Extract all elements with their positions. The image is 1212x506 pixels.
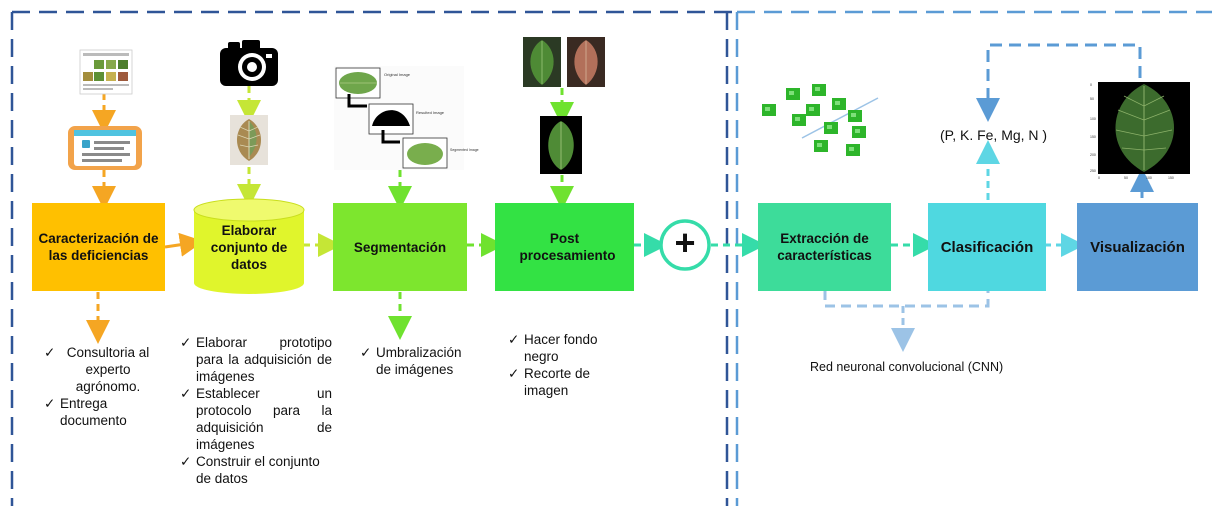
nutrients-label: (P, K. Fe, Mg, N ) bbox=[940, 127, 1048, 143]
svg-text:100: 100 bbox=[1090, 117, 1096, 121]
svg-text:250: 250 bbox=[1090, 169, 1096, 173]
note-text: Establecer un protocolo para la adquisic… bbox=[196, 386, 332, 452]
svg-text:150: 150 bbox=[1168, 176, 1174, 180]
notes-segmentacion: ✓ Umbralización de imágenes bbox=[360, 344, 472, 378]
note-item: ✓ Hacer fondo negro bbox=[508, 331, 618, 365]
note-text: Umbralización de imágenes bbox=[376, 345, 462, 377]
note-item: ✓ Elaborar prototipo para la adquisición… bbox=[180, 334, 332, 385]
check-icon: ✓ bbox=[44, 345, 56, 360]
note-item: ✓ Recorte de imagen bbox=[508, 365, 618, 399]
note-text: Construir el conjunto de datos bbox=[196, 454, 320, 486]
check-icon: ✓ bbox=[44, 396, 56, 411]
stage-caracterizacion-label: Caracterización de las deficiencias bbox=[38, 231, 159, 263]
right-panel-frame bbox=[735, 10, 1212, 506]
combine-plus: + bbox=[674, 222, 696, 263]
check-icon: ✓ bbox=[508, 366, 520, 381]
note-text: Recorte de imagen bbox=[524, 366, 591, 398]
svg-text:100: 100 bbox=[1146, 176, 1152, 180]
note-item: ✓ Construir el conjunto de datos bbox=[180, 453, 332, 487]
notes-post: ✓ Hacer fondo negro ✓ Recorte de imagen bbox=[508, 331, 618, 399]
thumb-label-original: Original Image bbox=[384, 72, 411, 77]
check-icon: ✓ bbox=[180, 335, 192, 350]
thumb-label-segmented: Segmented Image bbox=[450, 148, 479, 152]
svg-text:150: 150 bbox=[1090, 135, 1096, 139]
check-icon: ✓ bbox=[508, 332, 520, 347]
svg-text:200: 200 bbox=[1090, 153, 1096, 157]
check-icon: ✓ bbox=[360, 345, 372, 360]
stage-clasificacion[interactable]: Clasificación bbox=[928, 203, 1046, 291]
segmentation-steps-icon: Original Image Resulted Image Segmented … bbox=[334, 66, 479, 170]
arrow-caract-to-elaborar bbox=[164, 232, 204, 257]
stage-segmentacion-label: Segmentación bbox=[353, 239, 447, 255]
note-item: ✓ Entrega documento bbox=[44, 395, 156, 429]
clipboard-icon bbox=[68, 126, 142, 170]
thumb-label-resulted: Resulted Image bbox=[416, 110, 445, 115]
camera-icon bbox=[220, 40, 278, 86]
elaborar-cylinder bbox=[193, 198, 305, 294]
leaf-crop-icon bbox=[540, 116, 582, 174]
note-text: Entrega documento bbox=[60, 396, 127, 428]
document-icon bbox=[79, 49, 133, 95]
check-icon: ✓ bbox=[180, 454, 192, 469]
check-icon: ✓ bbox=[180, 386, 192, 401]
cnn-label: Red neuronal convolucional (CNN) bbox=[810, 360, 1004, 374]
leaf-pair-icon bbox=[523, 37, 605, 87]
stage-visualizacion-label: Visualización bbox=[1090, 238, 1185, 256]
note-item: ✓ Consultoria al experto agrónomo. bbox=[44, 344, 156, 395]
combine-circle bbox=[659, 219, 711, 271]
note-text: Elaborar prototipo para la adquisición d… bbox=[196, 335, 332, 384]
left-panel-frame bbox=[10, 10, 735, 506]
leaf-photo-icon bbox=[230, 115, 268, 165]
notes-elaborar: ✓ Elaborar prototipo para la adquisición… bbox=[180, 334, 332, 487]
stage-extraccion[interactable]: Extracción de características bbox=[758, 203, 891, 291]
feedback-loop bbox=[976, 43, 1142, 122]
stage-clasificacion-label: Clasificación bbox=[940, 238, 1034, 256]
leaf-plot-icon: 0 50 100 150 200 250 0 50 100 150 bbox=[1090, 82, 1190, 180]
stage-post[interactable]: Post procesamiento bbox=[495, 203, 634, 291]
note-item: ✓ Umbralización de imágenes bbox=[360, 344, 472, 378]
notes-caracterizacion: ✓ Consultoria al experto agrónomo. ✓ Ent… bbox=[44, 344, 156, 429]
note-text: Consultoria al experto agrónomo. bbox=[66, 345, 150, 394]
note-text: Hacer fondo negro bbox=[524, 332, 598, 364]
svg-text:50: 50 bbox=[1090, 97, 1094, 101]
feature-patches-icon bbox=[762, 84, 879, 156]
stage-elaborar-label[interactable]: Elaborar conjunto de datos bbox=[210, 223, 288, 272]
stage-caracterizacion[interactable]: Caracterización de las deficiencias bbox=[32, 203, 165, 291]
note-item: ✓ Establecer un protocolo para la adquis… bbox=[180, 385, 332, 453]
stage-segmentacion[interactable]: Segmentación bbox=[333, 203, 467, 291]
stage-extraccion-label: Extracción de características bbox=[777, 231, 872, 263]
cnn-bracket bbox=[823, 290, 990, 308]
svg-text:0: 0 bbox=[1098, 176, 1100, 180]
stage-visualizacion[interactable]: Visualización bbox=[1077, 203, 1198, 291]
svg-text:50: 50 bbox=[1124, 176, 1128, 180]
stage-post-label: Post procesamiento bbox=[519, 231, 616, 263]
svg-text:0: 0 bbox=[1090, 83, 1092, 87]
